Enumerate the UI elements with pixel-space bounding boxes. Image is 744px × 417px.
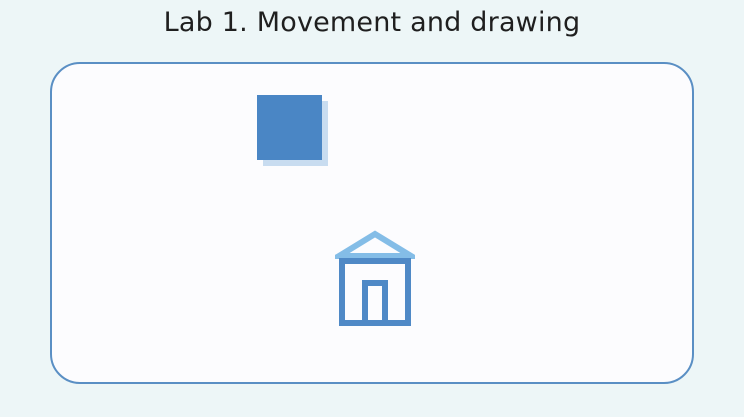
house-roof <box>335 230 415 259</box>
house-body <box>339 258 411 326</box>
square-sprite[interactable] <box>257 95 322 160</box>
page-title: Lab 1. Movement and drawing <box>163 7 581 38</box>
drawing-canvas[interactable] <box>50 62 694 384</box>
house-door <box>362 280 388 323</box>
house-icon[interactable] <box>335 230 415 330</box>
